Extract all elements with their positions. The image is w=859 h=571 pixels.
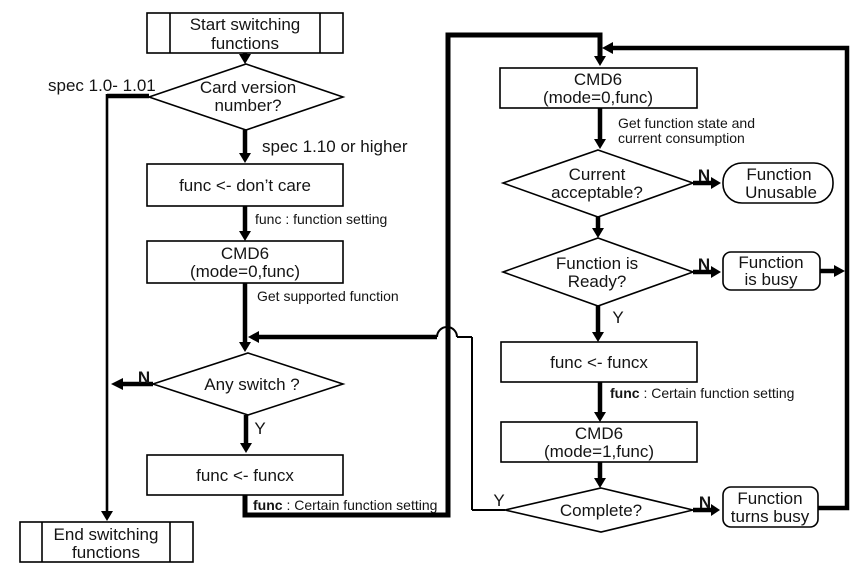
end-label: End switching <box>54 525 159 544</box>
function-turns-busy-box <box>722 486 819 528</box>
card-version-label: Card version <box>200 78 296 97</box>
func-funcx-left-box <box>146 454 344 496</box>
note-certain-right: func : Certain function setting <box>610 385 794 401</box>
node-function-unusable: Function Unusable <box>722 162 834 204</box>
arrowhead-left-icon <box>248 331 259 343</box>
function-unusable-label: Function <box>746 165 811 184</box>
svg-text:is busy: is busy <box>745 270 798 289</box>
func-funcx-right-label: func <- funcx <box>550 353 648 372</box>
arrowhead-down-icon <box>101 511 113 521</box>
current-no-label: N <box>698 166 710 185</box>
svg-text:(mode=0,func): (mode=0,func) <box>543 88 653 107</box>
any-switch-label: Any switch ? <box>204 375 299 394</box>
function-is-busy-label: Function <box>738 253 803 272</box>
cmd6-mode0-left-box <box>146 240 344 284</box>
cmd6-mode1-label: CMD6 <box>575 424 623 443</box>
edge-busy-return-loop <box>612 45 850 511</box>
arrowhead-right-icon <box>711 266 721 278</box>
node-start: Start switching functions <box>146 12 344 54</box>
node-current-acceptable: Current acceptable? <box>500 149 696 218</box>
node-cmd6-mode0-left: CMD6 (mode=0,func) <box>146 240 344 284</box>
connectors <box>101 32 850 521</box>
arrowhead-down-icon <box>592 332 604 342</box>
spec-new-label: spec 1.10 or higher <box>262 137 408 156</box>
svg-text:(mode=1,func): (mode=1,func) <box>544 442 654 461</box>
cmd6-mode1-box <box>500 421 698 463</box>
arrowhead-down-icon <box>239 153 251 163</box>
edge-funcx-to-cmd6-right <box>242 32 603 518</box>
svg-text:turns busy: turns busy <box>731 507 810 526</box>
node-function-is-ready: Function is Ready? <box>500 237 696 307</box>
node-func-funcx-right: func <- funcx <box>500 341 698 383</box>
arrowhead-down-icon <box>239 342 251 352</box>
node-cmd6-mode1: CMD6 (mode=1,func) <box>500 421 698 463</box>
arrowhead-down-icon <box>594 412 606 422</box>
note-get-supported: Get supported function <box>257 288 399 304</box>
arrowhead-down-icon <box>239 54 251 64</box>
complete-diamond <box>504 487 694 533</box>
any-switch-yes-label: Y <box>254 419 265 438</box>
node-complete: Complete? <box>504 487 694 533</box>
current-acceptable-label: Current <box>569 165 626 184</box>
arrowhead-down-icon <box>594 139 606 149</box>
svg-text:functions: functions <box>72 543 140 562</box>
arrowhead-down-icon <box>239 231 251 241</box>
function-unusable-terminator <box>722 162 834 204</box>
arrowhead-right-icon <box>711 177 721 189</box>
arrowhead-down-icon <box>592 228 604 238</box>
complete-no-label: N <box>699 493 711 512</box>
node-function-is-busy: Function is busy <box>722 251 821 291</box>
cmd6-mode0-left-label: CMD6 <box>221 244 269 263</box>
node-func-funcx-left: func <- funcx <box>146 454 344 496</box>
cmd6-mode0-right-box <box>499 67 698 109</box>
node-function-turns-busy: Function turns busy <box>722 486 819 528</box>
function-is-ready-diamond <box>500 237 696 307</box>
svg-text:number?: number? <box>214 96 281 115</box>
ready-no-label: N <box>698 255 710 274</box>
arrowhead-right-icon <box>711 504 720 516</box>
svg-text:functions: functions <box>211 34 279 53</box>
function-turns-busy-label: Function <box>737 489 802 508</box>
svg-text:acceptable?: acceptable? <box>551 183 643 202</box>
func-dont-care-label: func <- don’t care <box>179 176 311 195</box>
note-certain-left: func : Certain function setting <box>253 497 437 513</box>
arrowhead-right-icon <box>834 265 845 277</box>
arrowhead-left-icon <box>111 378 123 390</box>
svg-text:Unusable: Unusable <box>745 183 817 202</box>
cmd6-mode0-right-label: CMD6 <box>574 70 622 89</box>
func-dont-care-box <box>146 163 344 207</box>
func-funcx-right-box <box>500 341 698 383</box>
svg-text:(mode=0,func): (mode=0,func) <box>190 262 300 281</box>
spec-old-label: spec 1.0- 1.01 <box>48 76 156 95</box>
complete-yes-label: Y <box>493 491 504 510</box>
any-switch-no-label: N <box>138 368 150 387</box>
svg-text:Ready?: Ready? <box>568 272 627 291</box>
node-func-dont-care: func <- don’t care <box>146 163 344 207</box>
function-is-busy-box <box>722 251 821 291</box>
note-get-state-line1: Get function state and <box>618 115 755 131</box>
node-any-switch: Any switch ? <box>150 352 346 416</box>
node-cmd6-mode0-right: CMD6 (mode=0,func) <box>499 67 698 109</box>
any-switch-diamond <box>150 352 346 416</box>
arrowhead-down-icon <box>594 478 606 488</box>
edge-completeyes-riser <box>457 336 505 511</box>
node-end: End switching functions <box>19 521 194 563</box>
end-box <box>19 521 194 563</box>
current-acceptable-diamond <box>500 149 696 218</box>
note-function-setting: func : function setting <box>255 211 387 227</box>
card-version-diamond <box>146 63 346 131</box>
func-funcx-left-label: func <- funcx <box>196 466 294 485</box>
node-card-version: Card version number? <box>146 63 346 131</box>
start-box <box>146 12 344 54</box>
arrowhead-down-icon <box>594 56 606 66</box>
note-get-state-line2: current consumption <box>618 130 745 146</box>
ready-yes-label: Y <box>612 308 623 327</box>
arrowhead-left-icon <box>602 42 613 54</box>
function-is-ready-label: Function is <box>556 254 638 273</box>
arrowhead-down-icon <box>240 443 252 453</box>
start-label: Start switching <box>190 15 301 34</box>
complete-label: Complete? <box>560 501 642 520</box>
